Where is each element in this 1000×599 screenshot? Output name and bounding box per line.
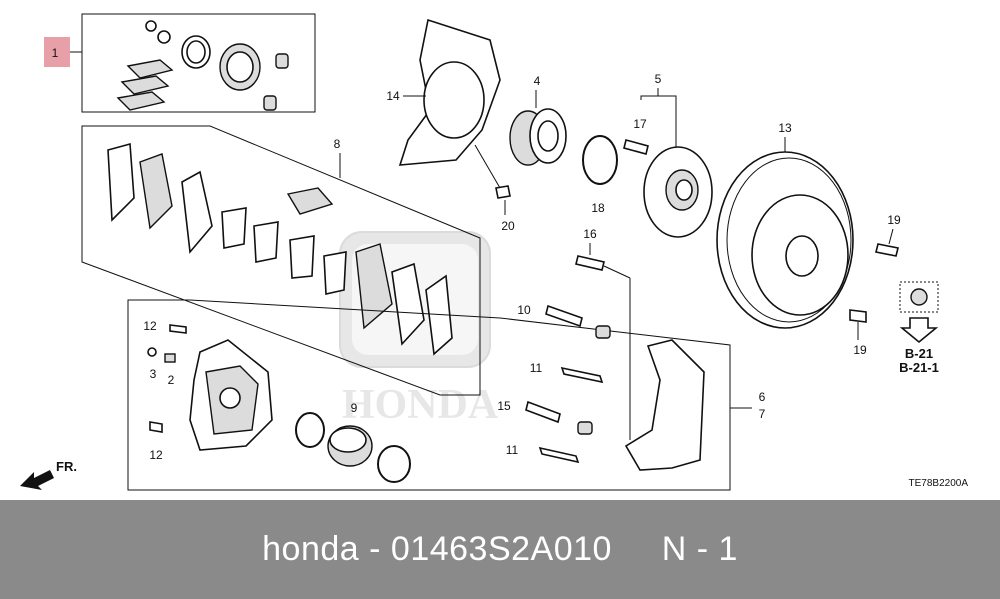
diagram-code: TE78B2200A	[909, 478, 969, 489]
ref-arrow-icon	[899, 317, 939, 344]
caption-text: honda - 01463S2A010 N - 1	[0, 500, 1000, 599]
callout-2: 2	[168, 373, 175, 387]
exploded-brake-diagram: HONDA 1 8 14	[20, 13, 969, 491]
callout-18: 18	[591, 201, 605, 215]
callout-19a: 19	[887, 213, 901, 227]
wheel-bearing	[509, 108, 567, 166]
watermark-text: HONDA	[342, 382, 499, 428]
callout-8: 8	[334, 137, 341, 151]
caliper-box-6-7	[127, 299, 731, 491]
caption-separator: -	[369, 530, 381, 568]
front-arrow-icon	[20, 470, 54, 490]
callout-3: 3	[150, 367, 157, 381]
callout-10: 10	[517, 303, 531, 317]
callout-15: 15	[497, 399, 511, 413]
wheel-hub	[643, 146, 713, 238]
callout-1-highlight	[44, 37, 70, 67]
callout-12b: 12	[149, 448, 163, 462]
callout-9: 9	[351, 401, 358, 415]
callout-4: 4	[534, 74, 541, 88]
callout-7: 7	[759, 407, 766, 421]
callout-16: 16	[583, 227, 597, 241]
callout-13: 13	[778, 121, 792, 135]
callout-11a: 11	[530, 361, 543, 375]
caption-quantity: N - 1	[661, 530, 738, 568]
dust-shield	[398, 18, 501, 166]
callout-5: 5	[655, 72, 662, 86]
callout-14: 14	[386, 89, 400, 103]
caption-bar: honda - 01463S2A010 N - 1	[0, 500, 1000, 599]
kit-box-1	[81, 13, 316, 113]
ref-b211: B-21-1	[899, 360, 939, 375]
ref-bolt-box	[899, 281, 939, 313]
callout-12a: 12	[143, 319, 157, 333]
callout-19b: 19	[853, 343, 867, 357]
callout-17: 17	[633, 117, 647, 131]
pad-box-8	[81, 125, 481, 396]
snap-ring	[582, 135, 618, 185]
kit-seals	[116, 20, 289, 111]
callout-20: 20	[501, 219, 515, 233]
callout-11b: 11	[506, 443, 519, 457]
caliper-bracket	[624, 339, 705, 471]
brake-rotor	[716, 151, 854, 329]
caption-brand: honda	[262, 530, 360, 568]
caliper-body	[189, 339, 273, 451]
callout-1: 1	[52, 46, 59, 60]
front-label: FR.	[56, 459, 77, 474]
callout-6: 6	[759, 390, 766, 404]
brake-pads	[107, 142, 453, 356]
ref-b21: B-21	[905, 346, 933, 361]
caption-part-number: 01463S2A010	[390, 530, 612, 568]
